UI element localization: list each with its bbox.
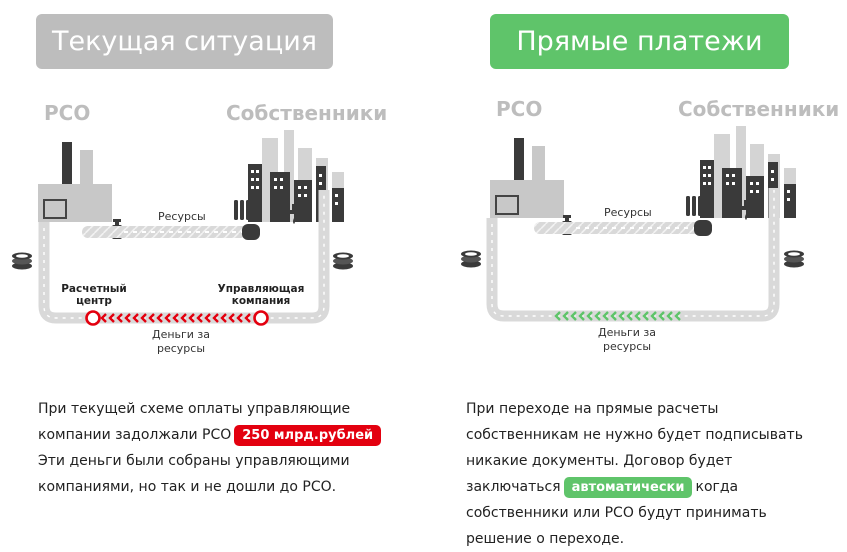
desc-text: компании задолжали РСО — [38, 427, 232, 443]
direct-payments-diagram: РСО Собственники — [461, 97, 839, 353]
settlement-center-label-1: Расчетный — [61, 283, 127, 295]
desc-text: когда — [695, 479, 739, 495]
coins-icon-right — [784, 250, 804, 268]
desc-line: никакие документы. Договор будет — [466, 453, 733, 469]
money-label-2: ресурсы — [603, 340, 651, 353]
current-situation-description: При текущей схеме оплаты управляющие ком… — [38, 396, 398, 500]
money-label-2: ресурсы — [157, 342, 205, 355]
current-scheme-diagram: РСО Собственники — [12, 101, 387, 355]
direct-payments-description: При переходе на прямые расчеты собственн… — [466, 396, 826, 552]
coins-icon-left — [461, 250, 481, 268]
management-company-label-2: компания — [232, 295, 291, 307]
resources-label: Ресурсы — [604, 206, 652, 219]
direct-payments-title: Прямые платежи — [490, 14, 789, 69]
resources-pipe — [82, 226, 252, 238]
rso-label: РСО — [44, 101, 90, 125]
automatic-badge: автоматически — [563, 477, 693, 498]
desc-line: При текущей схеме оплаты управляющие — [38, 401, 351, 417]
money-label-1: Деньги за — [598, 326, 656, 339]
desc-line: собственники или РСО будут принимать — [466, 505, 767, 521]
desc-line: компаниями, но так и не дошли до РСО. — [38, 479, 337, 495]
settlement-center-label-2: центр — [76, 295, 112, 307]
desc-line: Эти деньги были собраны управляющими — [38, 453, 350, 469]
factory-icon — [38, 142, 112, 222]
management-company-node — [253, 310, 269, 326]
desc-text: заключаться — [466, 479, 561, 495]
money-flow-arrows — [100, 313, 251, 323]
resources-pipe — [534, 222, 704, 234]
money-label-1: Деньги за — [152, 328, 210, 341]
pipe-joint-icon — [242, 224, 260, 240]
owners-label: Собственники — [678, 97, 839, 121]
coins-icon-left — [12, 252, 32, 270]
pipe-joint-icon — [694, 220, 712, 236]
desc-line: собственникам не нужно будет подписывать — [466, 427, 803, 443]
debt-amount-badge: 250 млрд.рублей — [234, 425, 382, 446]
panel-direct-payments: Прямые платежи РСО Собственники — [424, 0, 847, 548]
money-flow-arrows — [554, 311, 681, 321]
management-company-label-1: Управляющая — [218, 283, 305, 295]
owners-label: Собственники — [226, 101, 387, 125]
desc-line: решение о переходе. — [466, 531, 625, 547]
desc-line: При переходе на прямые расчеты — [466, 401, 719, 417]
panel-current-situation: Текущая ситуация РСО Собственники — [0, 0, 423, 548]
factory-icon — [490, 138, 564, 218]
resources-label: Ресурсы — [158, 210, 206, 223]
coins-icon-right — [333, 252, 353, 270]
money-loop-pipe — [486, 188, 780, 322]
settlement-center-node — [85, 310, 101, 326]
current-situation-title: Текущая ситуация — [36, 14, 333, 69]
rso-label: РСО — [496, 97, 542, 121]
